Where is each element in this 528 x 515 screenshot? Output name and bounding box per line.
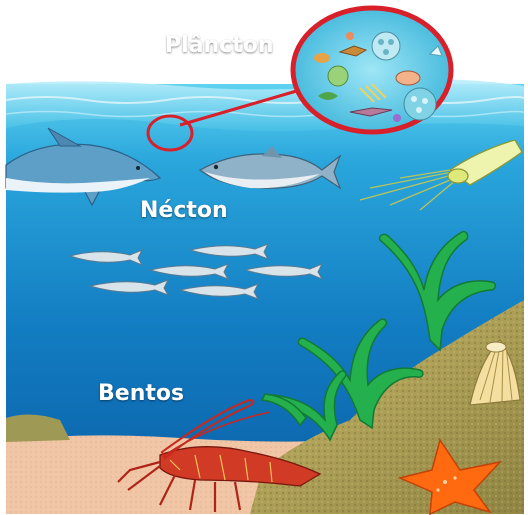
label-necton: Nécton	[140, 198, 228, 223]
label-bentos: Bentos	[98, 381, 184, 406]
label-plancton: Plâncton	[165, 33, 274, 58]
